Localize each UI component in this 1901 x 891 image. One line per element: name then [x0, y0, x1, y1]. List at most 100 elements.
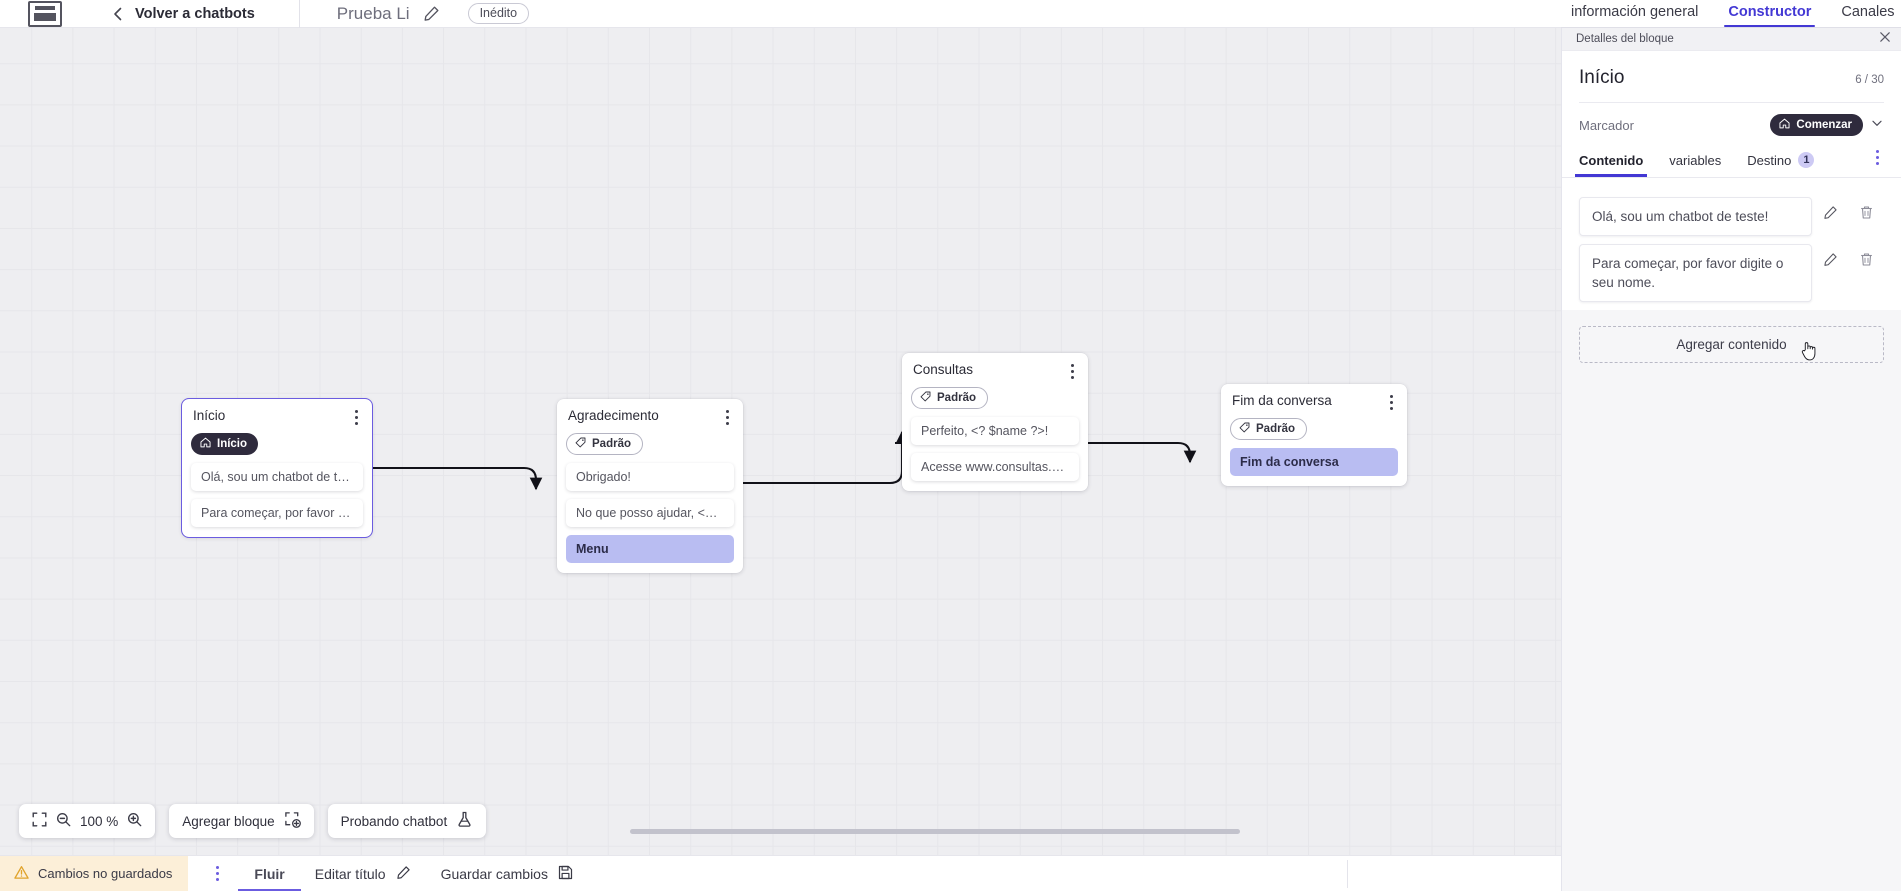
close-icon[interactable] [1878, 30, 1892, 49]
save-disk-icon [558, 865, 573, 883]
pencil-icon[interactable] [423, 5, 440, 22]
page-title: Prueba Li [336, 3, 410, 23]
save-changes-label: Guardar cambios [440, 865, 548, 882]
tab-canales[interactable]: Canales [1841, 4, 1895, 20]
back-to-chatbots-label[interactable]: Volver a chatbots [135, 5, 255, 22]
node-menu-button[interactable] [1065, 362, 1079, 380]
status-tab-fluir[interactable]: Fluir [238, 856, 302, 891]
node-message[interactable]: Obrigado! [566, 463, 734, 491]
fit-screen-icon[interactable] [32, 812, 47, 830]
panel-body: Início 6 / 30 Marcador Comenzar [1562, 51, 1901, 310]
tab-constructor[interactable]: Constructor [1724, 4, 1816, 27]
panel-tab-variables[interactable]: variables [1669, 149, 1721, 177]
flow-node-consultas[interactable]: Consultas Padrão Perfeito, <? $name ?>! … [902, 353, 1088, 491]
flow-edges [186, 430, 1197, 491]
pencil-icon[interactable] [1812, 197, 1848, 220]
flow-canvas[interactable]: Início Início Olá, sou um chatbot de tes… [0, 28, 1561, 863]
node-badge-label: Padrão [1256, 423, 1295, 435]
node-badge: Padrão [911, 387, 988, 409]
panel-tab-underline [1562, 177, 1901, 178]
toolbar-divider [298, 0, 300, 37]
node-menu-button[interactable] [720, 408, 734, 426]
panel-header: Detalles del bloque [1562, 28, 1901, 51]
node-menu-button[interactable] [1384, 393, 1398, 411]
add-block-icon [284, 811, 301, 831]
content-row: Para começar, por favor digite o seu nom… [1579, 244, 1884, 302]
node-header: Início [191, 408, 363, 426]
node-badge-row: Padrão [911, 387, 1079, 409]
pencil-icon[interactable] [1812, 244, 1848, 267]
block-details-panel: Detalles del bloque Início 6 / 30 Marcad… [1561, 28, 1901, 891]
tag-icon [920, 391, 931, 405]
node-message[interactable]: Acesse www.consultas.com par... [911, 453, 1079, 481]
node-badge: Padrão [1230, 418, 1307, 440]
flow-node-agradecimento[interactable]: Agradecimento Padrão Obrigado! No que po… [557, 399, 743, 573]
panel-tab-destino[interactable]: Destino 1 [1747, 148, 1815, 177]
scrollbar-thumb[interactable] [630, 829, 1240, 834]
pencil-icon [396, 865, 411, 883]
tag-icon [575, 437, 586, 451]
content-text[interactable]: Para começar, por favor digite o seu nom… [1579, 244, 1812, 302]
node-header: Fim da conversa [1230, 393, 1398, 411]
warning-triangle-icon [14, 865, 29, 883]
node-message[interactable]: Fim da conversa [1230, 448, 1398, 476]
add-content-button[interactable]: Agregar contenido [1579, 326, 1884, 363]
content-text[interactable]: Olá, sou um chatbot de teste! [1579, 197, 1812, 236]
zoom-in-icon[interactable] [127, 812, 142, 830]
panel-tab-bar: Contenido variables Destino 1 [1574, 145, 1884, 177]
zoom-out-icon[interactable] [56, 812, 71, 830]
panel-tab-contenido[interactable]: Contenido [1574, 149, 1648, 177]
panel-tab-label: variables [1669, 152, 1722, 168]
node-header: Agradecimento [566, 408, 734, 426]
flow-node-fim-da-conversa[interactable]: Fim da conversa Padrão Fim da conversa [1221, 384, 1407, 486]
zoom-control-group[interactable]: 100 % [19, 804, 156, 838]
node-messages: Fim da conversa [1221, 448, 1407, 486]
unsaved-changes-badge: Cambios no guardados [0, 855, 189, 891]
add-block-button[interactable]: Agregar bloque [169, 804, 314, 838]
node-badge-label: Início [217, 438, 248, 450]
node-badge-row: Início [191, 433, 363, 455]
brand-logo-icon[interactable] [28, 0, 62, 27]
chevron-down-icon[interactable] [1870, 116, 1884, 135]
edit-title-button[interactable]: Editar título [315, 856, 411, 891]
save-changes-button[interactable]: Guardar cambios [441, 856, 573, 891]
node-menu-button[interactable] [349, 408, 363, 426]
add-block-label: Agregar bloque [182, 813, 275, 829]
horizontal-scrollbar[interactable] [0, 828, 1561, 835]
test-chatbot-button[interactable]: Probando chatbot [327, 804, 487, 838]
node-message[interactable]: Olá, sou um chatbot de teste! [191, 463, 363, 491]
node-messages: Olá, sou um chatbot de teste! Para começ… [182, 463, 372, 537]
statusbar-divider [1347, 860, 1348, 888]
panel-more-button[interactable] [1870, 146, 1884, 168]
node-badge-row: Padrão [1230, 418, 1398, 440]
node-message[interactable]: No que posso ajudar, <? $name ... [566, 499, 734, 527]
panel-block-name: Início [1579, 67, 1625, 88]
trash-icon[interactable] [1848, 197, 1884, 220]
hand-pointer-cursor-icon [1800, 340, 1817, 362]
marker-badge[interactable]: Comenzar [1770, 114, 1863, 136]
status-more-button[interactable] [210, 863, 224, 885]
node-message[interactable]: Menu [566, 535, 734, 563]
node-title: Consultas [913, 362, 974, 377]
panel-counter: 6 / 30 [1855, 74, 1884, 86]
panel-tab-label: Contenido [1579, 152, 1644, 168]
flow-node-inicio[interactable]: Início Início Olá, sou um chatbot de tes… [181, 398, 373, 538]
panel-tab-label: Destino [1747, 152, 1792, 168]
top-tab-bar: información general Constructor Canales [1561, 0, 1901, 28]
status-bar: Cambios no guardados Fluir Editar título… [0, 855, 1561, 891]
node-messages: Perfeito, <? $name ?>! Acesse www.consul… [902, 417, 1088, 491]
trash-icon[interactable] [1848, 244, 1884, 267]
node-header: Consultas [911, 362, 1079, 380]
marker-label: Marcador [1579, 117, 1634, 133]
node-message[interactable]: Para começar, por favor digite o ... [191, 499, 363, 527]
chevron-left-icon[interactable] [110, 6, 126, 22]
zoom-level-label: 100 % [80, 813, 119, 829]
top-bar: Volver a chatbots Prueba Li Inédito [0, 0, 1561, 37]
panel-title-row: Início 6 / 30 [1579, 51, 1884, 103]
node-badge-label: Padrão [592, 438, 631, 450]
home-icon [1779, 118, 1790, 132]
marker-value-group[interactable]: Comenzar [1770, 114, 1884, 136]
node-message[interactable]: Perfeito, <? $name ?>! [911, 417, 1079, 445]
tab-informacion-general[interactable]: información general [1571, 4, 1699, 20]
canvas-toolbar: 100 % Agregar bloque Probando chatbot [19, 804, 487, 838]
